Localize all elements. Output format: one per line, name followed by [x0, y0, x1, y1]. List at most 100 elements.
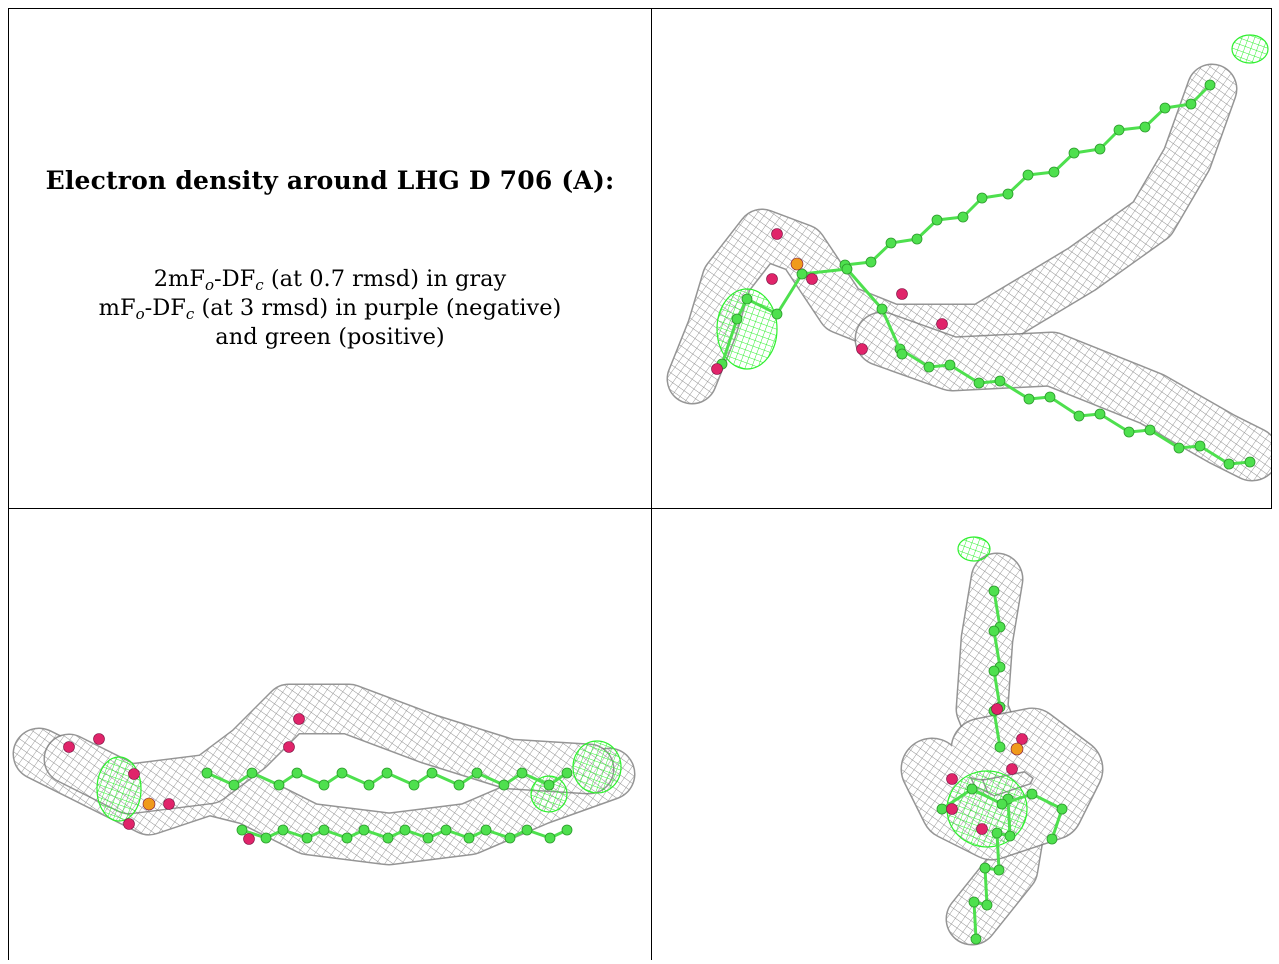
oxygen-atom — [63, 741, 75, 753]
carbon-chain-upper-atom — [363, 779, 375, 791]
carbon-chain-lower-atom — [277, 824, 289, 836]
carbon-chain-upper-atom — [865, 256, 877, 268]
carbon-chain-upper-atom — [1113, 124, 1125, 136]
carbon-chain-lower-atom — [422, 832, 434, 844]
carbon-chain-upper-atom — [994, 741, 1006, 753]
carbon-chain-upper-atom — [1139, 121, 1151, 133]
carbon-chain-lower-atom — [968, 896, 980, 908]
carbon-chain-head-atom — [996, 798, 1008, 810]
density-view-bottom-right — [652, 509, 1271, 960]
figure-table: Electron density around LHG D 706 (A): 2… — [8, 8, 1272, 960]
carbon-chain-head-atom — [796, 268, 808, 280]
carbon-chain-lower-atom — [981, 899, 993, 911]
carbon-chain-upper-atom — [246, 767, 258, 779]
carbon-chain-head-atom — [876, 303, 888, 315]
carbon-chain-lower-atom — [440, 824, 452, 836]
carbon-chain-upper-atom — [988, 585, 1000, 597]
oxygen-atom — [243, 833, 255, 845]
oxygen-atom — [128, 768, 140, 780]
density-tube-upper — [45, 685, 613, 813]
carbon-chain-lower-atom — [260, 832, 272, 844]
carbon-chain-upper-atom — [911, 233, 923, 245]
carbon-chain-lower-atom — [994, 375, 1006, 387]
oxygen-atom — [976, 823, 988, 835]
carbon-chain-lower-atom — [979, 862, 991, 874]
positive-density-blob — [716, 288, 778, 370]
carbon-chain-lower-atom — [301, 832, 313, 844]
density-tube-lower — [856, 313, 1271, 480]
carbon-chain-upper-atom — [273, 779, 285, 791]
carbon-chain-head-atom — [1026, 788, 1038, 800]
carbon-chain-upper-atom — [291, 767, 303, 779]
table-middle-border — [8, 508, 1272, 509]
oxygen-atom — [293, 713, 305, 725]
phosphorus-atom — [142, 797, 156, 811]
carbon-chain-upper-atom — [1048, 166, 1060, 178]
oxygen-atom — [856, 343, 868, 355]
oxygen-atom — [163, 798, 175, 810]
oxygen-atom — [766, 273, 778, 285]
carbon-chain-lower-atom — [358, 824, 370, 836]
carbon-chain-lower-atom — [504, 832, 516, 844]
carbon-chain-upper-atom — [201, 767, 213, 779]
carbon-chain-lower-atom — [1173, 442, 1185, 454]
carbon-chain-upper-atom — [988, 625, 1000, 637]
oxygen-atom — [946, 773, 958, 785]
carbon-chain-upper-atom — [885, 237, 897, 249]
carbon-chain-lower-atom — [944, 359, 956, 371]
caption-line-3: and green (positive) — [215, 323, 445, 350]
carbon-chain-upper-atom — [498, 779, 510, 791]
carbon-chain-lower-atom — [993, 864, 1005, 876]
carbon-chain-upper-atom — [957, 211, 969, 223]
carbon-chain-upper-atom — [1185, 98, 1197, 110]
positive-density-blob — [1231, 34, 1269, 64]
carbon-chain-upper-atom — [1068, 147, 1080, 159]
oxygen-atom — [93, 733, 105, 745]
carbon-chain-lower-atom — [544, 832, 556, 844]
caption-cell: Electron density around LHG D 706 (A): 2… — [9, 9, 651, 508]
carbon-chain-upper-atom — [1204, 79, 1216, 91]
carbon-chain-lower-atom — [1144, 424, 1156, 436]
carbon-chain-upper-atom — [471, 767, 483, 779]
carbon-chain-lower-atom — [561, 824, 573, 836]
carbon-chain-lower-atom — [1004, 830, 1016, 842]
density-map-top-right — [666, 34, 1271, 482]
carbon-chain-lower-atom — [341, 832, 353, 844]
table-center-border — [651, 8, 652, 960]
positive-density-blob — [572, 740, 622, 794]
carbon-chain-upper-atom — [228, 779, 240, 791]
carbon-chain-lower-atom — [1044, 391, 1056, 403]
oxygen-atom — [896, 288, 908, 300]
density-view-top-right — [652, 9, 1271, 508]
carbon-chain-upper-atom — [381, 767, 393, 779]
oxygen-atom — [936, 318, 948, 330]
table-right-border — [1271, 8, 1272, 508]
caption-title: Electron density around LHG D 706 (A): — [45, 165, 615, 195]
oxygen-atom — [1006, 763, 1018, 775]
density-map-bottom-left — [12, 683, 636, 866]
oxygen-atom — [123, 818, 135, 830]
carbon-chain-lower-atom — [1223, 458, 1235, 470]
carbon-chain-head-atom — [841, 263, 853, 275]
oxygen-atom — [711, 363, 723, 375]
positive-density-blob — [530, 775, 568, 813]
density-view-bottom-left — [9, 509, 651, 960]
carbon-chain-upper-atom — [408, 779, 420, 791]
carbon-chain-lower-atom — [382, 832, 394, 844]
oxygen-atom — [991, 703, 1003, 715]
oxygen-atom — [1016, 733, 1028, 745]
carbon-chain-lower-atom — [1023, 393, 1035, 405]
carbon-chain-head-atom — [966, 783, 978, 795]
carbon-chain-upper-atom — [543, 779, 555, 791]
carbon-chain-lower-atom — [521, 824, 533, 836]
carbon-chain-upper-atom — [1002, 188, 1014, 200]
carbon-chain-lower-atom — [480, 824, 492, 836]
carbon-chain-lower-atom — [1194, 440, 1206, 452]
carbon-chain-head-atom — [731, 313, 743, 325]
caption-line-1: 2mFo-DFc (at 0.7 rmsd) in gray — [153, 265, 507, 294]
carbon-chain-lower-atom — [973, 377, 985, 389]
carbon-chain-lower-atom — [236, 824, 248, 836]
carbon-chain-upper-atom — [336, 767, 348, 779]
carbon-chain-head-atom — [741, 293, 753, 305]
carbon-chain-upper-atom — [976, 192, 988, 204]
